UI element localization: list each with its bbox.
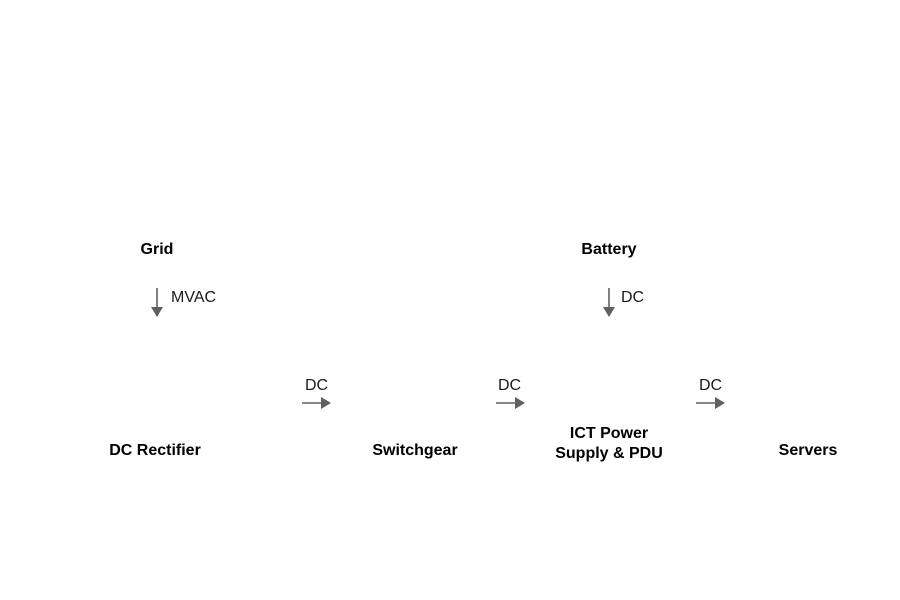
node-grid-label: Grid	[140, 241, 174, 258]
edge-label-switchgear-to-ict: DC	[498, 377, 522, 394]
arrow-right-icon	[696, 397, 725, 409]
node-ict-power-supply-pdu: ICT Power Supply & PDU	[555, 424, 663, 464]
arrow-right-icon	[496, 397, 525, 409]
node-dc-rectifier: DC Rectifier	[109, 441, 201, 461]
node-switchgear-label: Switchgear	[372, 442, 458, 459]
node-servers-label: Servers	[778, 442, 838, 459]
node-battery-label: Battery	[581, 241, 637, 258]
node-switchgear: Switchgear	[372, 441, 457, 461]
arrow-down-icon	[603, 288, 615, 317]
node-ict-power-label-line2: Supply & PDU	[555, 445, 663, 462]
arrow-down-icon	[151, 288, 163, 317]
node-servers: Servers	[779, 441, 838, 461]
node-ict-power-label-line1: ICT Power	[569, 425, 649, 442]
node-battery: Battery	[581, 240, 636, 260]
node-grid: Grid	[141, 240, 174, 260]
arrow-right-icon	[302, 397, 331, 409]
edge-label-ict-to-servers: DC	[699, 377, 723, 394]
edge-label-battery-to-ict: DC	[621, 289, 645, 306]
edge-label-rectifier-to-switchgear: DC	[305, 377, 329, 394]
edge-label-grid-to-rectifier: MVAC	[171, 289, 217, 306]
node-dc-rectifier-label: DC Rectifier	[109, 442, 201, 459]
